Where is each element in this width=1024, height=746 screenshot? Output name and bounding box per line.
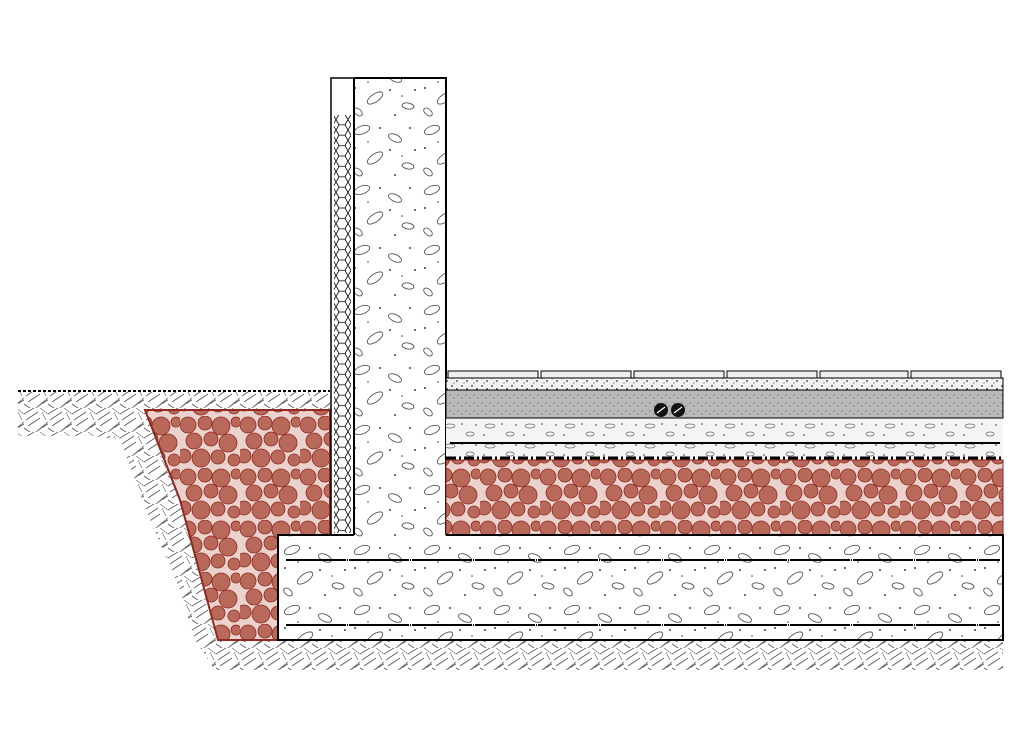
floor-tiles: [447, 370, 1002, 379]
heating-pipes: [654, 403, 685, 417]
soil: [18, 390, 1003, 670]
gravel-bed: [445, 459, 1004, 536]
screed: [445, 377, 1004, 391]
subfloor-concrete: [446, 418, 1003, 458]
floor-buildup: [445, 370, 1004, 536]
concrete-wall: [353, 77, 447, 548]
heating-layer: [445, 389, 1004, 419]
insulation: [330, 77, 355, 536]
foundation-slab: [277, 534, 1004, 641]
